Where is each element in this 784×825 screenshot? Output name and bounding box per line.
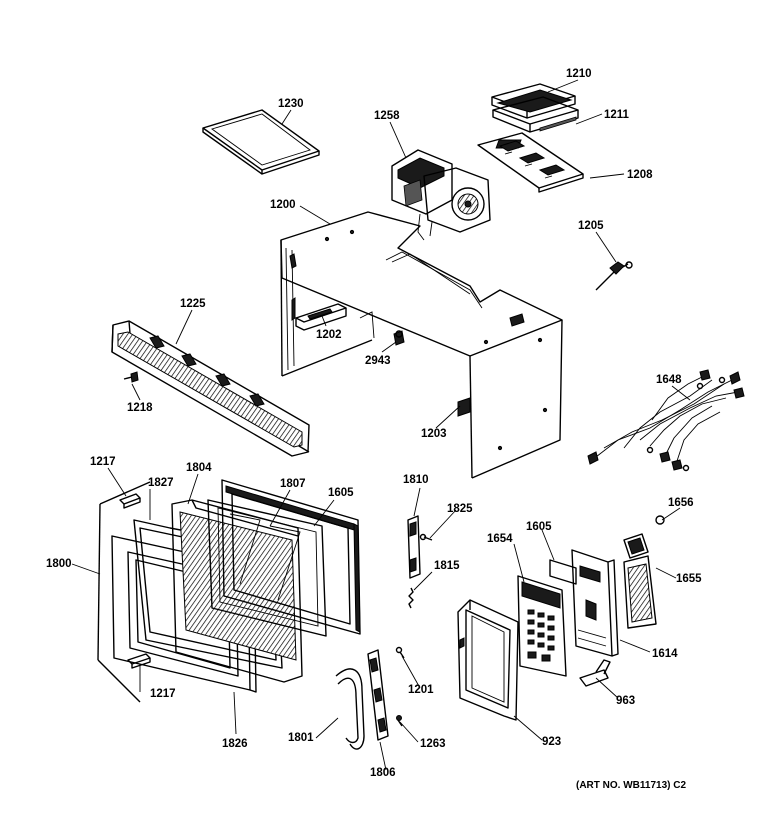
part-1656-clip xyxy=(655,515,665,525)
label-1656: 1656 xyxy=(668,497,694,509)
label-1826: 1826 xyxy=(222,738,248,750)
part-1605-membrane-switch xyxy=(549,559,577,585)
part-1230-charcoal-filter xyxy=(202,109,320,175)
label-1210: 1210 xyxy=(566,68,592,80)
part-1200-housing xyxy=(280,211,563,479)
part-1258-fan-motor xyxy=(391,149,491,241)
label-1810: 1810 xyxy=(403,474,429,486)
label-1218: 1218 xyxy=(127,402,153,414)
part-1806-hinge-plate xyxy=(367,649,389,741)
part-labels: 1210 1211 1208 1230 1258 1200 1205 1225 … xyxy=(46,68,702,791)
label-923: 923 xyxy=(542,736,561,748)
label-1807: 1807 xyxy=(280,478,306,490)
label-963: 963 xyxy=(616,695,635,707)
part-1217-hinge-upper xyxy=(119,493,141,509)
leader-lines xyxy=(71,79,691,771)
part-1614-control-board xyxy=(571,549,619,657)
part-1807-window-glass xyxy=(207,499,327,637)
label-1202: 1202 xyxy=(316,329,342,341)
label-1614: 1614 xyxy=(652,648,678,660)
part-1201-screw xyxy=(395,646,405,659)
part-1205-thermal-fuse xyxy=(595,261,633,291)
label-1203: 1203 xyxy=(421,428,447,440)
label-1804: 1804 xyxy=(186,462,212,474)
part-923-control-frame xyxy=(457,599,519,721)
part-1804-choke-cover xyxy=(171,499,303,683)
label-1200: 1200 xyxy=(270,199,296,211)
label-1825: 1825 xyxy=(447,503,473,515)
label-1654: 1654 xyxy=(487,533,513,545)
part-1810-latch-lever xyxy=(407,515,421,579)
label-1800: 1800 xyxy=(46,558,72,570)
part-1605-door-frame xyxy=(221,479,361,635)
label-1211: 1211 xyxy=(604,109,630,121)
label-1217-upper: 1217 xyxy=(90,456,116,468)
art-number: (ART NO. WB11713) C2 xyxy=(576,780,686,791)
label-1648: 1648 xyxy=(656,374,682,386)
label-1258: 1258 xyxy=(374,110,400,122)
part-1202-bracket xyxy=(295,303,347,331)
label-1205: 1205 xyxy=(578,220,604,232)
part-1655-relay-board xyxy=(623,533,657,629)
label-1263: 1263 xyxy=(420,738,446,750)
part-1801-door-handle xyxy=(335,668,365,750)
part-1210-filter xyxy=(491,83,579,133)
part-1654-control-panel xyxy=(517,575,567,677)
part-1218-screw xyxy=(123,371,139,383)
label-1801: 1801 xyxy=(288,732,314,744)
part-1800-door-assembly-outline xyxy=(97,481,151,703)
part-1825-screw xyxy=(419,533,433,541)
part-1263-screw xyxy=(396,715,403,727)
label-1225: 1225 xyxy=(180,298,206,310)
label-1208: 1208 xyxy=(627,169,653,181)
part-1815-spring xyxy=(408,587,414,609)
label-1201: 1201 xyxy=(408,684,434,696)
label-1605-control: 1605 xyxy=(526,521,552,533)
label-1806: 1806 xyxy=(370,767,396,779)
label-1230: 1230 xyxy=(278,98,304,110)
part-1648-wire-harness xyxy=(587,369,745,472)
part-2943-thermostat xyxy=(393,330,405,346)
label-1815: 1815 xyxy=(434,560,460,572)
part-1225-vent-grille xyxy=(111,320,310,457)
part-963-bracket xyxy=(579,659,611,687)
label-1827: 1827 xyxy=(148,477,174,489)
label-1655: 1655 xyxy=(676,573,702,585)
label-1605-door: 1605 xyxy=(328,487,354,499)
label-1217-lower: 1217 xyxy=(150,688,176,700)
part-1208-vent-plate xyxy=(477,132,584,193)
label-2943: 2943 xyxy=(365,355,391,367)
